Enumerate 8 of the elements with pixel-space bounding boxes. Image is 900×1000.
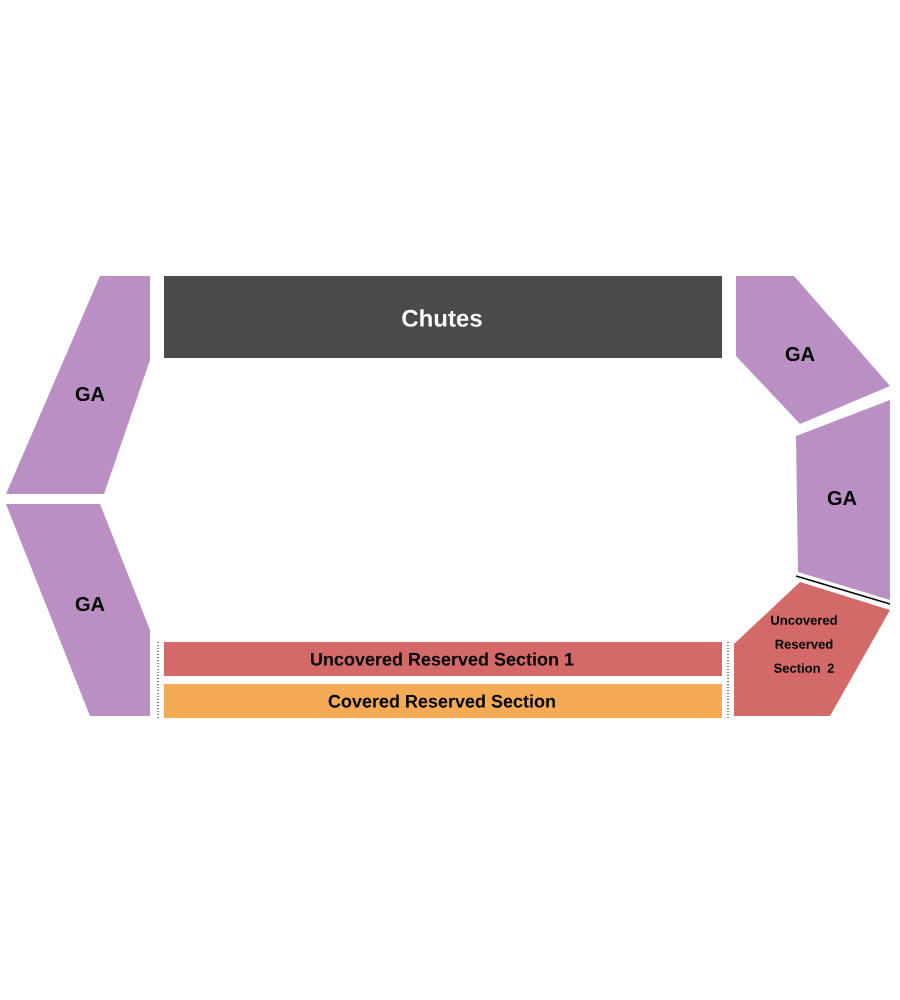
seating-section: GA <box>6 276 150 494</box>
seating-section: GA <box>6 504 150 716</box>
seating-section: Chutes <box>164 276 722 358</box>
seating-section: GA <box>736 276 890 424</box>
seating-section: GA <box>796 400 890 600</box>
seating-section: Covered Reserved Section <box>164 684 722 718</box>
node-label: GA <box>827 490 857 506</box>
seating-section: Uncovered Reserved Section 1 <box>164 642 722 676</box>
